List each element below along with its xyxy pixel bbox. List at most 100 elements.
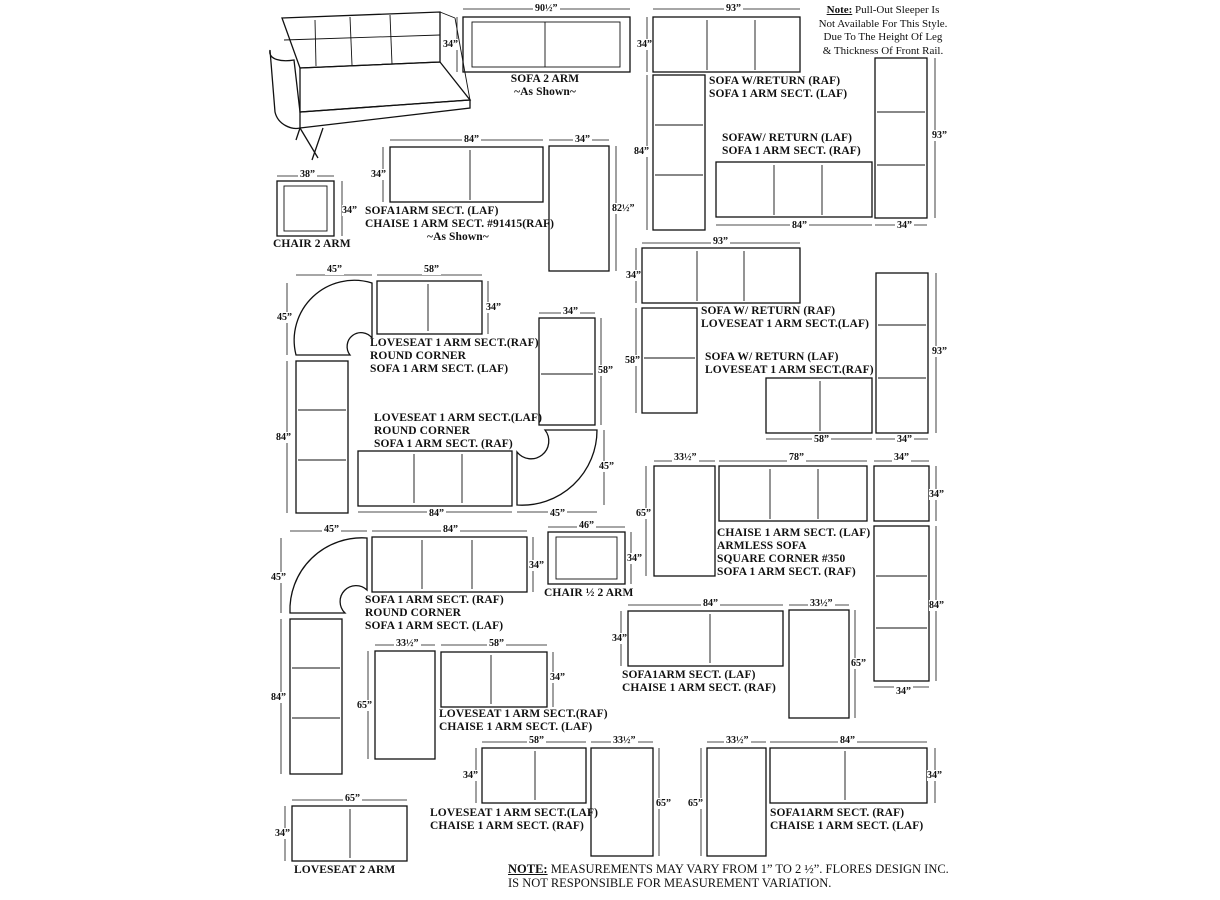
dim-label: 58”	[422, 264, 441, 275]
chair-half-2-arm-shape	[547, 526, 632, 585]
dim-label: 84”	[462, 134, 481, 145]
dim-label: 84”	[276, 432, 291, 443]
dim-label: 84”	[701, 598, 720, 609]
dim-label: 65”	[688, 798, 703, 809]
dim-label: 33½”	[611, 735, 638, 746]
dim-label: 93”	[932, 130, 947, 141]
dim-label: 33½”	[394, 638, 421, 649]
dim-label: 34”	[927, 770, 942, 781]
label-sofa-chaise-laf: SOFA1ARM SECT. (RAF)CHAISE 1 ARM SECT. (…	[770, 807, 924, 832]
dim-label: 65”	[656, 798, 671, 809]
dim-label: 34”	[626, 270, 641, 281]
top-note-line: Pull-Out Sleeper Is	[855, 4, 940, 16]
dim-label: 58”	[487, 638, 506, 649]
dim-label: 34”	[612, 633, 627, 644]
dim-label: 90½”	[533, 3, 560, 14]
sofa-2-arm-shape	[456, 8, 631, 73]
dim-label: 93”	[711, 236, 730, 247]
dim-label: 34”	[895, 220, 914, 231]
chair-2-arm-shape	[276, 175, 343, 237]
dim-label: 84”	[790, 220, 809, 231]
dim-label: 65”	[636, 508, 651, 519]
dim-label: 82½”	[612, 203, 635, 214]
dim-label: 78”	[787, 452, 806, 463]
footer-note-line: IS NOT RESPONSIBLE FOR MEASUREMENT VARIA…	[508, 876, 832, 890]
label-sofa-2-arm: SOFA 2 ARM~As Shown~	[510, 73, 580, 98]
dim-label: 34”	[443, 39, 458, 50]
dim-label: 65”	[357, 700, 372, 711]
dim-label: 58”	[625, 355, 640, 366]
label-chair-2-arm: CHAIR 2 ARM	[273, 238, 351, 250]
dim-label: 34”	[892, 452, 911, 463]
loveseat-round-corner-laf-shape	[357, 312, 605, 513]
dim-label: 34”	[550, 672, 565, 683]
dim-label: 84”	[634, 146, 649, 157]
top-note-line: & Thickness Of Front Rail.	[822, 44, 944, 57]
label-loveseat-2-arm: LOVESEAT 2 ARM	[294, 864, 396, 876]
dim-label: 34”	[371, 169, 386, 180]
loveseat-2-arm-shape	[284, 799, 408, 862]
footer-note: NOTE: MEASUREMENTS MAY VARY FROM 1” TO 2…	[508, 862, 949, 890]
dim-label: 34”	[342, 205, 357, 216]
dim-label: 34”	[463, 770, 478, 781]
dim-label: 34”	[529, 560, 544, 571]
dim-label: 93”	[724, 3, 743, 14]
dim-label: 33½”	[672, 452, 699, 463]
label-sofa-return-loveseat-raf: SOFA W/ RETURN (RAF)LOVESEAT 1 ARM SECT.…	[701, 305, 869, 330]
dim-label: 46”	[577, 520, 596, 531]
sofa-perspective-drawing	[269, 11, 472, 161]
dim-label: 45”	[599, 461, 614, 472]
footer-note-line: MEASUREMENTS MAY VARY FROM 1” TO 2 ½”. F…	[550, 862, 949, 876]
dim-label: 34”	[637, 39, 652, 50]
top-note: Note: Pull-Out Sleeper Is Not Available …	[808, 4, 958, 58]
label-sofa-return-laf: SOFAW/ RETURN (LAF)SOFA 1 ARM SECT. (RAF…	[722, 132, 861, 157]
label-sofa-chaise-91415: SOFA1ARM SECT. (LAF)CHAISE 1 ARM SECT. #…	[365, 205, 555, 243]
dim-label: 45”	[325, 264, 344, 275]
dim-label: 34”	[627, 553, 642, 564]
dim-label: 84”	[441, 524, 460, 535]
dim-label: 34”	[561, 306, 580, 317]
dim-label: 65”	[343, 793, 362, 804]
top-note-line: Not Available For This Style.	[818, 17, 948, 30]
dim-label: 34”	[275, 828, 290, 839]
footer-note-label: NOTE:	[508, 862, 548, 876]
sofa-return-raf-shape	[646, 8, 801, 231]
sofa-chaise-raf-shape	[620, 604, 856, 719]
dim-label: 45”	[548, 508, 567, 519]
dim-label: 38”	[298, 169, 317, 180]
label-loveseat-chaise-laf: LOVESEAT 1 ARM SECT.(RAF)CHAISE 1 ARM SE…	[439, 708, 608, 733]
dim-label: 84”	[838, 735, 857, 746]
dim-label: 45”	[277, 312, 292, 323]
dim-label: 45”	[271, 572, 286, 583]
top-note-line: Due To The Height Of Leg	[823, 31, 943, 43]
chaise-sofa-laf-shape	[700, 741, 936, 857]
dim-label: 58”	[598, 365, 613, 376]
dim-label: 45”	[322, 524, 341, 535]
dim-label: 93”	[932, 346, 947, 357]
label-sofa-chaise-raf: SOFA1ARM SECT. (LAF)CHAISE 1 ARM SECT. (…	[622, 669, 776, 694]
dim-label: 84”	[427, 508, 446, 519]
dim-label: 34”	[486, 302, 501, 313]
top-note-label: Note:	[826, 4, 853, 16]
dim-label: 65”	[851, 658, 866, 669]
dim-label: 58”	[527, 735, 546, 746]
label-loveseat-chaise-raf: LOVESEAT 1 ARM SECT.(LAF)CHAISE 1 ARM SE…	[430, 807, 598, 832]
dim-label: 34”	[573, 134, 592, 145]
label-sofa-return-loveseat-laf: SOFA W/ RETURN (LAF)LOVESEAT 1 ARM SECT.…	[705, 351, 874, 376]
label-chaise-armless-square-corner: CHAISE 1 ARM SECT. (LAF)ARMLESS SOFA SQU…	[717, 527, 871, 578]
dim-label: 34”	[929, 489, 944, 500]
loveseat-round-corner-raf-shape	[286, 274, 489, 514]
dim-label: 34”	[894, 686, 913, 697]
label-chair-half-2-arm: CHAIR ½ 2 ARM	[544, 587, 634, 599]
dim-label: 84”	[929, 600, 944, 611]
dim-label: 58”	[812, 434, 831, 445]
dim-label: 34”	[895, 434, 914, 445]
dim-label: 33½”	[724, 735, 751, 746]
dim-label: 33½”	[808, 598, 835, 609]
label-sofa-return-raf: SOFA W/RETURN (RAF)SOFA 1 ARM SECT. (LAF…	[709, 75, 848, 100]
dim-label: 84”	[271, 692, 286, 703]
